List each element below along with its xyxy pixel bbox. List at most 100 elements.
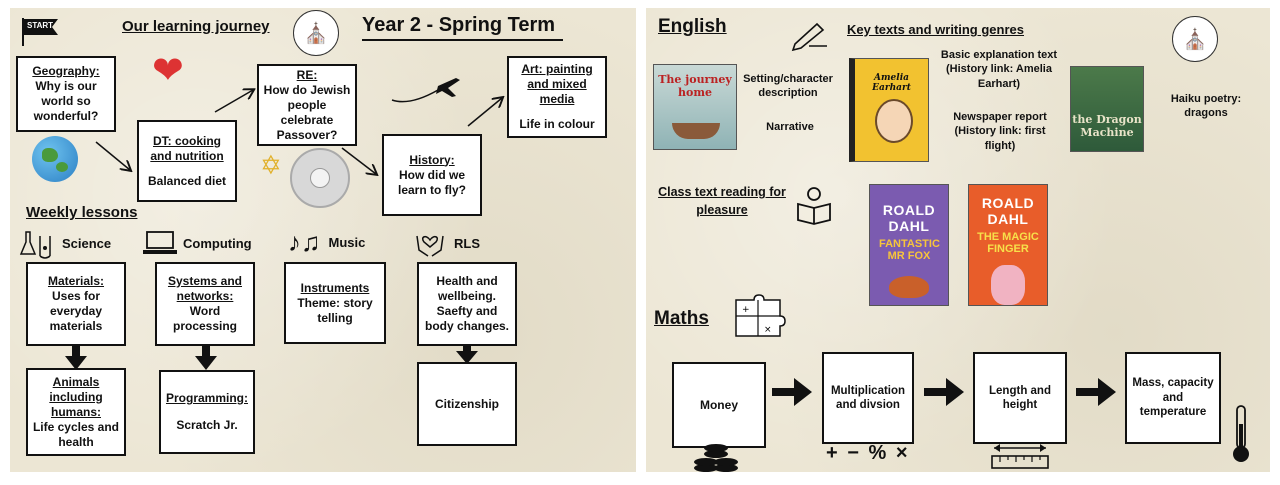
animals-title: Animals including humans:: [49, 374, 103, 419]
health-box: Health and wellbeing. Saefty and body ch…: [417, 262, 517, 346]
music-notes-icon: ♪♫: [288, 227, 321, 257]
dt-body: Balanced diet: [147, 173, 227, 188]
haiku-text: Haiku poetry: dragons: [1170, 93, 1242, 120]
key-texts-heading: Key texts and writing genres: [847, 22, 1024, 37]
start-label: START: [27, 21, 54, 30]
puzzle-pieces-icon: + ×: [735, 294, 786, 337]
animals-body: Life cycles and health: [32, 419, 120, 449]
finger-author: ROALD DAHL: [981, 195, 1035, 227]
money-label: Money: [699, 397, 738, 412]
subject-rls: RLS: [414, 228, 480, 258]
fox-shape: [889, 276, 929, 298]
arrow-materials-animals: [65, 346, 87, 370]
length-label: Length and height: [989, 384, 1051, 411]
computing-label: Computing: [183, 235, 252, 251]
laptop-icon: [143, 231, 177, 254]
mass-box: Mass, capacity and temperature: [1125, 352, 1221, 444]
arrow-systems-programming: [195, 346, 217, 370]
length-box: Length and height: [973, 352, 1067, 444]
amelia-title: Amelia Earhart: [872, 73, 911, 93]
school-crest-logo: ⛪: [293, 10, 339, 56]
citizenship-box: Citizenship: [417, 362, 517, 446]
dt-title: DT: cooking and nutrition: [150, 133, 224, 163]
programming-body: Scratch Jr.: [176, 418, 238, 432]
systems-body: Word processing: [172, 304, 238, 333]
class-text-heading: Class text reading for pleasure: [658, 185, 786, 217]
instruments-title: Instruments: [300, 280, 370, 295]
svg-text:+: +: [742, 305, 750, 315]
history-box: History: How did we learn to fly?: [382, 134, 482, 216]
thermometer-icon: [1233, 405, 1249, 462]
weekly-lessons-heading: Weekly lessons: [26, 204, 138, 221]
arrow-history-art: [467, 98, 502, 127]
dragon-machine-book-cover: the Dragon Machine: [1070, 66, 1144, 152]
art-title: Art: painting and mixed media: [521, 62, 593, 106]
art-box: Art: painting and mixed media Life in co…: [507, 56, 607, 138]
setting-description-text: Setting/character description: [743, 73, 833, 100]
coins-stack-icon: [694, 444, 738, 472]
geography-body: Why is our world so wonderful?: [33, 79, 99, 123]
re-title: RE:: [296, 67, 318, 82]
systems-title: Systems and networks:: [167, 274, 243, 303]
science-label: Science: [62, 235, 112, 251]
reading-person-icon: [797, 187, 831, 225]
writing-hand-icon: [791, 22, 827, 52]
star-of-david-icon: ✡: [260, 150, 282, 180]
fox-title: FANTASTIC MR FOX: [879, 238, 940, 262]
systems-box: Systems and networks: Word processing: [155, 262, 255, 346]
programming-title: Programming:: [165, 391, 248, 405]
subject-science: Science: [19, 228, 112, 259]
amelia-earhart-book-cover: Amelia Earhart: [849, 58, 929, 162]
multiplication-box: Multiplication and divsion: [822, 352, 914, 444]
magic-finger-book-cover: ROALD DAHL THE MAGIC FINGER: [968, 184, 1048, 306]
materials-box: Materials: Uses for everyday materials: [26, 262, 126, 346]
airplane-icon: [391, 78, 460, 103]
fantastic-mr-fox-book-cover: ROALD DAHL FANTASTIC MR FOX: [869, 184, 949, 306]
materials-title: Materials:: [47, 274, 105, 288]
english-heading: English: [658, 16, 727, 37]
mass-label: Mass, capacity and temperature: [1132, 377, 1214, 419]
ruler-icon: [991, 444, 1049, 469]
subject-music: ♪♫ Music: [288, 228, 365, 256]
school-crest-logo-right: ⛪: [1172, 16, 1218, 62]
math-symbols-icon: + − % ×: [826, 442, 910, 464]
history-body: How did we learn to fly?: [397, 167, 466, 197]
instruments-box: Instruments Theme: story telling: [284, 262, 386, 344]
instruments-body: Theme: story telling: [297, 295, 373, 325]
hands-heart-icon: [416, 235, 444, 257]
explanation-text: Basic explanation text (History link: Am…: [940, 49, 1058, 90]
healthy-food-heart-icon: ❤: [152, 50, 184, 92]
materials-body: Uses for everyday materials: [49, 289, 103, 333]
learning-journey-panel: START Our learning journey ⛪ Year 2 - Sp…: [10, 8, 636, 472]
newspaper-report-text: Newspaper report (History link: first fl…: [953, 111, 1047, 152]
boat-shape: [672, 123, 720, 139]
subject-computing: Computing: [143, 230, 252, 256]
rls-label: RLS: [454, 235, 480, 251]
journey-home-title: The journey home: [658, 73, 732, 99]
music-label: Music: [328, 234, 366, 250]
narrative-text: Narrative: [766, 121, 814, 133]
citizenship-body: Citizenship: [434, 396, 499, 411]
english-maths-panel: English Key texts and writing genres ⛪ T…: [646, 8, 1270, 472]
svg-text:×: ×: [764, 325, 772, 335]
money-box: Money: [672, 362, 766, 448]
programming-box: Programming: Scratch Jr.: [159, 370, 255, 454]
dragon-title: the Dragon Machine: [1072, 113, 1142, 139]
seder-plate-icon: [290, 148, 350, 208]
re-box: RE: How do Jewish people celebrate Passo…: [257, 64, 357, 146]
maths-arrows: [772, 378, 1116, 406]
journey-title: Our learning journey: [122, 18, 270, 35]
flask-icon: [19, 231, 51, 259]
term-title-text: Year 2 - Spring Term: [362, 14, 556, 36]
arrow-dt-re: [214, 90, 253, 113]
multiplication-label: Multiplication and divsion: [830, 384, 906, 411]
animals-box: Animals including humans: Life cycles an…: [26, 368, 126, 456]
finger-shape: [991, 265, 1025, 305]
dt-box: DT: cooking and nutrition Balanced diet: [137, 120, 237, 202]
health-body: Health and wellbeing. Saefty and body ch…: [424, 274, 510, 333]
arrow-money-multiplication: [772, 378, 812, 406]
term-title: Year 2 - Spring Term: [362, 14, 564, 41]
finger-title: THE MAGIC FINGER: [977, 231, 1039, 255]
maths-heading: Maths: [654, 308, 709, 329]
journey-arrows: [95, 8, 636, 228]
